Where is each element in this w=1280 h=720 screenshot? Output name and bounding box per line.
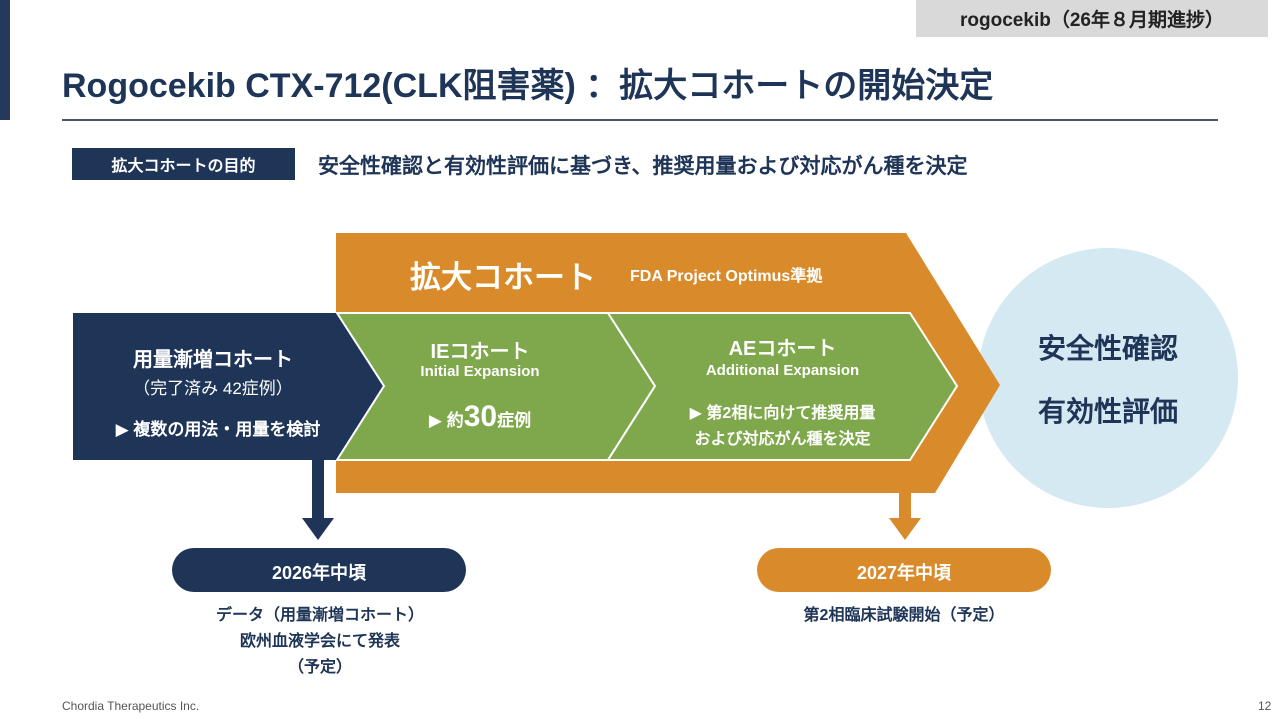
ae-chevron (606, 312, 959, 461)
dose-escalation-status: （完了済み 42症例） (133, 379, 293, 398)
purpose-text: 安全性確認と有効性評価に基づき、推奨用量および対応がん種を決定 (318, 155, 968, 178)
dose-escalation-detail: ▶ 複数の用法・用量を検討 (115, 420, 321, 439)
milestone-date-2027: 2027年中頃 (856, 563, 952, 583)
note-line: 欧州血液学会にて発表 (239, 633, 400, 650)
dose-escalation-title: 用量漸増コホート (133, 349, 293, 371)
ie-detail-suffix: 症例 (497, 411, 532, 430)
milestone-pill-2027 (757, 548, 1051, 592)
arrow-down-navy (302, 460, 334, 540)
ie-detail: ▶ 約30症例 (380, 400, 580, 434)
arrow-down-orange (889, 493, 921, 540)
company-footer: Chordia Therapeutics Inc. (62, 699, 200, 713)
ie-subtitle: Initial Expansion (420, 363, 540, 380)
goal-line2: 有効性評価 (1037, 396, 1178, 427)
expansion-subtitle: FDA Project Optimus準拠 (630, 268, 823, 285)
ie-case-count: 30 (463, 400, 498, 433)
goal-circle (978, 248, 1238, 508)
purpose-label: 拡大コホートの目的 (72, 148, 295, 180)
ie-detail-prefix: ▶ 約 (428, 411, 464, 430)
page-number: 12 (1258, 699, 1272, 713)
ae-detail-line1: ▶ 第2相に向けて推奨用量 (689, 405, 876, 422)
ae-detail-line2: および対応がん種を決定 (694, 431, 871, 448)
page-title: Rogocekib CTX-712(CLK阻害薬) ：拡大コホートの開始決定 (62, 67, 994, 105)
ie-title: IEコホート (430, 341, 530, 363)
accent-bar (0, 0, 10, 120)
ae-title: AEコホート (728, 338, 837, 360)
progress-tag: rogocekib（26年８月期進捗） (916, 0, 1268, 37)
goal-line1: 安全性確認 (1037, 333, 1178, 364)
milestone-date-2026: 2026年中頃 (271, 563, 367, 583)
note-line: （予定） (287, 659, 352, 676)
note-line: データ（用量漸増コホート） (215, 607, 424, 624)
title-divider (62, 119, 1218, 121)
milestone-note-2027: 第2相臨床試験開始（予定） (734, 603, 1074, 629)
ae-subtitle: Additional Expansion (705, 362, 860, 379)
note-line: 第2相臨床試験開始（予定） (803, 607, 1005, 624)
expansion-title: 拡大コホート (410, 260, 596, 295)
dose-escalation-chevron (73, 313, 384, 460)
milestone-note-2026: データ（用量漸増コホート） 欧州血液学会にて発表 （予定） (150, 603, 490, 681)
milestone-pill-2026 (172, 548, 466, 592)
